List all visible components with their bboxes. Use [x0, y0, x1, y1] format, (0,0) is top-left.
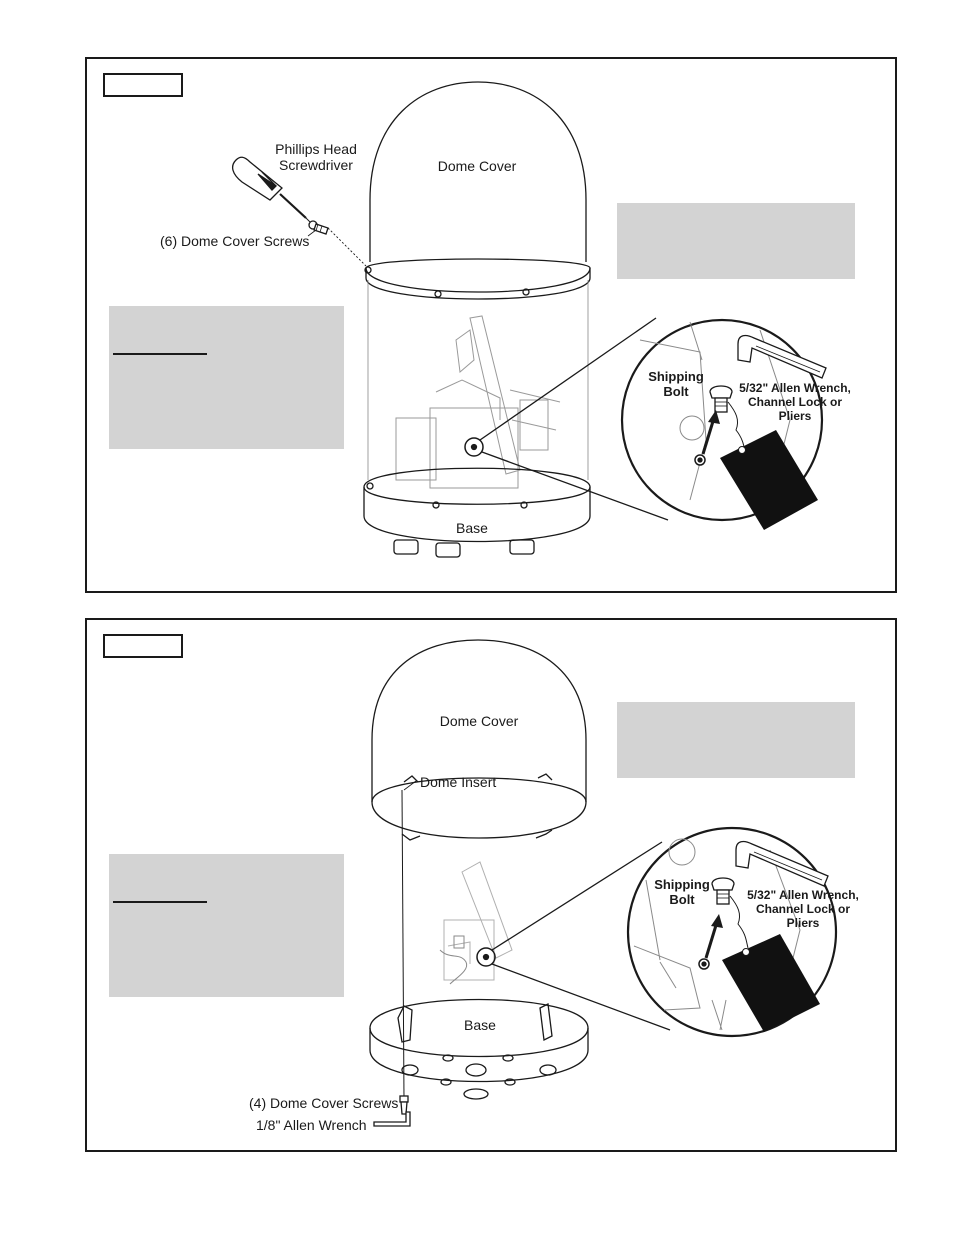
dome-cover-screw-2 — [399, 1095, 409, 1115]
shipping-bolt-label-line1: Shipping — [648, 369, 704, 384]
allen-wrench-label-2-line1: 5/32" Allen Wrench, — [747, 888, 859, 902]
allen-wrench-label-line2: Channel Lock or — [747, 395, 842, 409]
base-body — [363, 487, 591, 543]
screwdriver-1 — [231, 156, 311, 223]
allen-wrench-label-2-line3: Pliers — [786, 916, 820, 930]
screwdriver-label-line2: Screwdriver — [279, 157, 353, 173]
base-label-2: Base — [464, 1017, 496, 1033]
zoom-circle-2 — [626, 826, 838, 1038]
shipping-bolt-label-line2: Bolt — [663, 384, 689, 399]
figure-1-callout-box-left — [109, 306, 344, 449]
allen-wrench-label: 5/32" Allen Wrench, Channel Lock or Plie… — [736, 381, 854, 423]
dome-cover-screws-label-2: (4) Dome Cover Screws — [249, 1095, 399, 1111]
dome-cover-label: Dome Cover — [437, 158, 517, 174]
allen-wrench-label-line1: 5/32" Allen Wrench, — [739, 381, 851, 395]
shipping-bolt-label-2-line2: Bolt — [669, 892, 695, 907]
figure-2-number-box — [103, 634, 183, 658]
figure-2-callout-box-right — [617, 702, 855, 778]
dome-cover-screw-1 — [308, 220, 329, 235]
figure-2-callout-box-left — [109, 854, 344, 997]
allen-wrench-label-2-line2: Channel Lock or — [755, 902, 850, 916]
shipping-bolt-label: Shipping Bolt — [636, 369, 716, 399]
dome-insert-label: Dome Insert — [420, 774, 497, 790]
dome-cover-opening — [371, 777, 587, 839]
screwdriver-label: Phillips Head Screwdriver — [266, 141, 366, 173]
allen-wrench-label-line3: Pliers — [778, 409, 812, 423]
figure-1-callout-underline — [113, 353, 207, 355]
figure-1-number-box — [103, 73, 183, 97]
small-allen-wrench — [373, 1111, 411, 1127]
figure-1-callout-box-right — [617, 203, 855, 279]
shipping-bolt-label-2: Shipping Bolt — [642, 877, 722, 907]
small-allen-wrench-label: 1/8" Allen Wrench — [256, 1117, 367, 1133]
figure-2-callout-underline — [113, 901, 207, 903]
dome-cover-screws-label: (6) Dome Cover Screws — [160, 233, 310, 249]
shipping-bolt-label-2-line1: Shipping — [654, 877, 710, 892]
base-label: Base — [456, 520, 488, 536]
screwdriver-label-line1: Phillips Head — [275, 141, 357, 157]
zoom-circle-1 — [620, 318, 824, 522]
shipping-tag-1 — [720, 430, 818, 530]
dome-cover-shape — [369, 81, 587, 262]
figure-2-panel — [85, 618, 897, 1152]
dome-cover-shape-2 — [371, 639, 587, 802]
shipping-tag-2 — [722, 934, 820, 1032]
allen-wrench-label-2: 5/32" Allen Wrench, Channel Lock or Plie… — [744, 888, 862, 930]
dome-cover-label-2: Dome Cover — [439, 713, 519, 729]
